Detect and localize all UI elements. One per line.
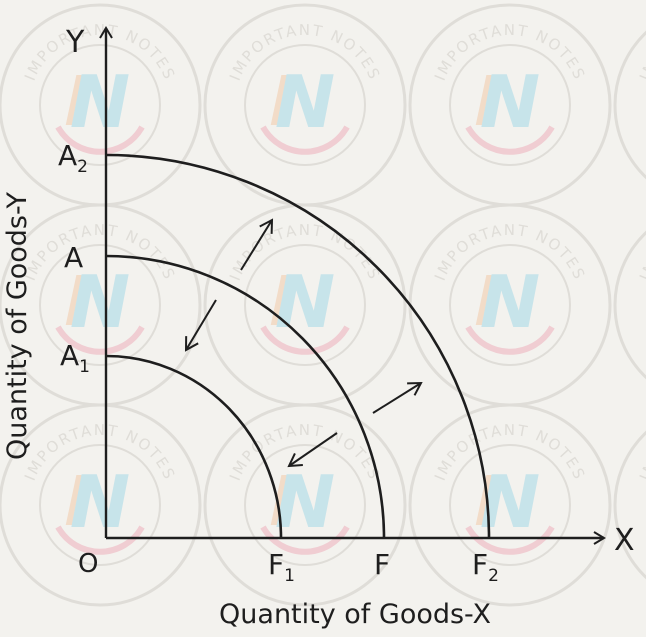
x-axis-title: Quantity of Goods-X [219,599,491,630]
svg-text:N: N [480,60,540,144]
svg-text:IMPORTANT NOTES: IMPORTANT NOTES [636,21,646,83]
curves [105,153,491,539]
origin-label: O [78,549,98,579]
shift-arrows [184,218,423,468]
svg-text:N: N [70,60,130,144]
axes [99,26,606,545]
label-f2: F2 [472,548,499,586]
svg-text:N: N [70,260,130,344]
arrow-shift-out-upper [240,218,274,271]
curve-middle [105,254,386,539]
svg-text:N: N [275,460,335,544]
label-a1: A1 [60,339,90,377]
svg-text:N: N [275,60,335,144]
label-a2: A2 [58,139,88,177]
curve-outer [105,153,491,539]
arrow-shift-in-upper [184,299,217,352]
arrow-shift-in-lower [287,432,338,468]
label-f1: F1 [268,548,295,586]
svg-text:N: N [480,260,540,344]
arrow-shift-out-lower [372,381,423,414]
svg-text:IMPORTANT NOTES: IMPORTANT NOTES [636,421,646,483]
y-axis-name: Y [65,25,85,60]
intercept-labels: A2 A A1 F1 F F2 [58,139,499,586]
svg-text:N: N [275,260,335,344]
label-a: A [64,241,83,274]
svg-text:N: N [70,460,130,544]
curve-inner [105,354,283,539]
svg-text:IMPORTANT NOTES: IMPORTANT NOTES [636,221,646,283]
label-f: F [374,548,390,581]
y-axis-title: Quantity of Goods-Y [2,191,33,460]
x-axis-name: X [614,523,635,558]
